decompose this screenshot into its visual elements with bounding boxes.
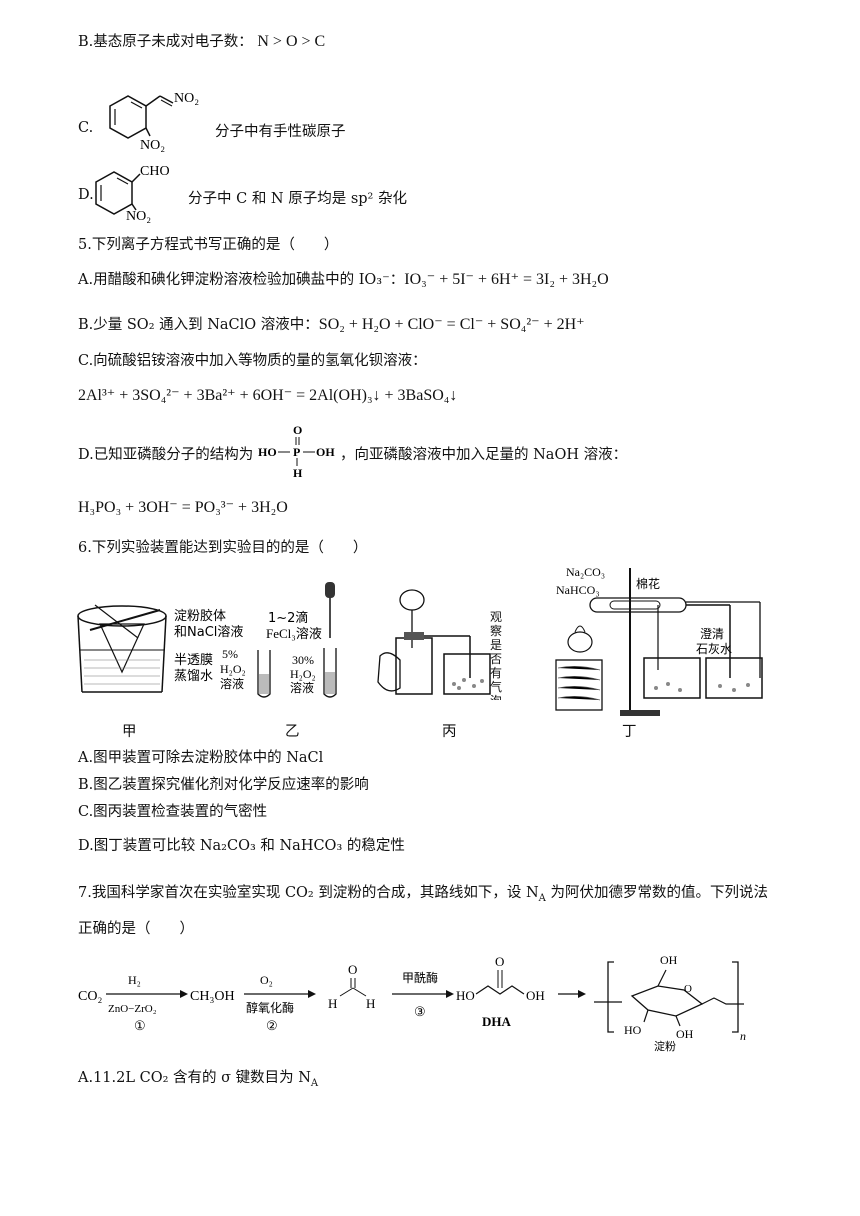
apparatus-yi: 1~2滴 FeCl₃溶液 5% H₂O₂ 溶液 30% H₂O₂ 溶液 bbox=[220, 582, 337, 698]
nitrostyrene-structure: NO₂ NO₂ bbox=[109, 91, 199, 153]
q7-stem-sub: A bbox=[538, 892, 546, 904]
jia-note-3: 半透膜 bbox=[174, 653, 213, 668]
nitrobenzaldehyde-structure: CHO NO₂ bbox=[95, 164, 170, 224]
q6-option-b: B.图乙装置探究催化剂对化学反应速率的影响 bbox=[78, 777, 369, 793]
q4-option-b-formula: N > O > C bbox=[257, 33, 326, 50]
q7-option-a-sub: A bbox=[310, 1077, 319, 1089]
q5-stem: 5.下列离子方程式书写正确的是（ ） bbox=[78, 237, 339, 253]
apparatus-jia: 淀粉胶体 和NaCl溶液 半透膜 蒸馏水 bbox=[77, 604, 243, 693]
q5-option-d: D.已知亚磷酸分子的结构为 bbox=[78, 443, 253, 464]
dha-label: DHA bbox=[482, 1014, 512, 1029]
apparatus-ding: Na₂CO₃ NaHCO₃ 棉花 澄清 石灰水 bbox=[555, 565, 763, 716]
hcho-o: O bbox=[348, 962, 357, 977]
starch-ho: HO bbox=[624, 1023, 642, 1037]
yi-left-2: H₂O₂ bbox=[220, 662, 246, 676]
q4-option-d-text-b: C 和 N 原子均是 sp² 杂化 bbox=[236, 191, 407, 207]
route-step-1: ① bbox=[134, 1018, 146, 1033]
q5-option-a-text: A.用醋酸和碘化钾淀粉溶液检验加碘盐中的 IO₃⁻： bbox=[78, 272, 405, 288]
dha-o: O bbox=[495, 954, 504, 969]
q7-stem-b: 为阿伏加德罗常数的值。下列说法 bbox=[545, 885, 768, 901]
ding-nahco3: NaHCO₃ bbox=[556, 583, 600, 597]
q5-option-b-equation: SO₂ + H₂O + ClO⁻ = Cl⁻ + SO₄²⁻ + 2H⁺ bbox=[318, 316, 585, 333]
ding-cotton: 棉花 bbox=[636, 576, 660, 591]
aldehyde-group: CHO bbox=[140, 164, 170, 179]
label-ding: 丁 bbox=[622, 724, 637, 740]
q4-option-c-label: C. bbox=[78, 120, 94, 136]
yi-note-2: FeCl₃溶液 bbox=[266, 626, 322, 641]
q5-option-a: A.用醋酸和碘化钾淀粉溶液检验加碘盐中的 IO₃⁻：IO₃⁻ + 5I⁻ + 6… bbox=[78, 268, 609, 289]
yi-note-1: 1~2滴 bbox=[268, 610, 308, 626]
q7-stem-a: 7.我国科学家首次在实验室实现 CO₂ 到淀粉的合成，其路线如下，设 N bbox=[78, 885, 539, 901]
nitro-group-3: NO₂ bbox=[126, 209, 151, 224]
yi-left-1: 5% bbox=[222, 647, 238, 661]
q7-stem-line2: 正确的是（ ） bbox=[78, 921, 194, 937]
q7-option-a-text: A.11.2L CO₂ 含有的 σ 键数目为 N bbox=[78, 1070, 311, 1086]
starch-n: n bbox=[740, 1029, 746, 1043]
ding-lime-2: 石灰水 bbox=[696, 642, 732, 656]
route-ch3oh: CH₃OH bbox=[190, 989, 235, 1004]
starch-oh-2: OH bbox=[676, 1027, 694, 1041]
q4-option-d-label: D. bbox=[78, 187, 94, 203]
route-enzyme-3: 甲酰酶 bbox=[402, 970, 438, 985]
q5-option-a-equation: IO₃⁻ + 5I⁻ + 6H⁺ = 3I₂ + 3H₂O bbox=[404, 271, 609, 288]
q4-option-b-text: B.基态原子未成对电子数： bbox=[78, 34, 253, 50]
jia-note-4: 蒸馏水 bbox=[174, 669, 213, 684]
nitro-group-2: NO₂ bbox=[140, 138, 165, 153]
q6-option-a: A.图甲装置可除去淀粉胶体中的 NaCl bbox=[78, 750, 324, 766]
q7-stem-line1: 7.我国科学家首次在实验室实现 CO₂ 到淀粉的合成，其路线如下，设 NA 为阿… bbox=[78, 881, 768, 904]
jia-note-2: 和NaCl溶液 bbox=[174, 625, 243, 640]
hcho-h2: H bbox=[366, 996, 375, 1011]
q4-option-c-text: 分子中有手性碳原子 bbox=[215, 124, 346, 140]
starch-structure: O OH HO OH n 淀粉 bbox=[594, 953, 746, 1052]
struct-ho: HO bbox=[258, 445, 277, 459]
q5-option-c: C.向硫酸铝铵溶液中加入等物质的量的氢氧化钡溶液： bbox=[78, 353, 427, 369]
struct-h: H bbox=[293, 466, 303, 480]
starch-label: 淀粉 bbox=[654, 1039, 676, 1052]
label-yi: 乙 bbox=[285, 724, 300, 740]
route-enzyme-2: 醇氧化酶 bbox=[246, 1000, 294, 1015]
starch-oh-1: OH bbox=[660, 953, 678, 967]
yi-right-3: 溶液 bbox=[290, 680, 314, 695]
q5-option-b-text: B.少量 SO₂ 通入到 NaClO 溶液中： bbox=[78, 317, 319, 333]
hcho-h1: H bbox=[328, 996, 337, 1011]
q5-option-d-equation: H₃PO₃ + 3OH⁻ = PO₃³⁻ + 3H₂O bbox=[78, 499, 288, 516]
ding-lime-1: 澄清 bbox=[700, 626, 724, 641]
q6-apparatus-figure: 淀粉胶体 和NaCl溶液 半透膜 蒸馏水 1~2滴 FeCl₃溶液 5% H₂O… bbox=[77, 565, 763, 716]
route-catalyst: ZnO−ZrO₂ bbox=[108, 1003, 157, 1015]
phosphorous-acid-structure: O HO P OH H bbox=[258, 423, 335, 480]
struct-o: O bbox=[293, 423, 302, 437]
label-jia: 甲 bbox=[122, 724, 137, 740]
yi-right-2: H₂O₂ bbox=[290, 667, 316, 681]
q6-option-d: D.图丁装置可比较 Na₂CO₃ 和 NaHCO₃ 的稳定性 bbox=[78, 838, 405, 854]
route-co2: CO₂ bbox=[78, 989, 102, 1004]
label-bing: 丙 bbox=[442, 724, 457, 740]
bing-note: 观察是否有气泡冒出 bbox=[490, 610, 503, 700]
route-step-3: ③ bbox=[414, 1004, 426, 1019]
dha-ho: HO bbox=[456, 988, 475, 1003]
yi-right-1: 30% bbox=[292, 653, 314, 667]
q5-option-d-text-a: D.已知亚磷酸分子的结构为 bbox=[78, 447, 254, 463]
struct-oh: OH bbox=[316, 445, 335, 459]
q4-option-b: B.基态原子未成对电子数： N > O > C bbox=[78, 30, 325, 51]
q5-option-c-equation: 2Al³⁺ + 3SO₄²⁻ + 3Ba²⁺ + 6OH⁻ = 2Al(OH)₃… bbox=[78, 387, 458, 404]
yi-left-3: 溶液 bbox=[220, 676, 244, 691]
starch-synthesis-route: CO₂ H₂ ZnO−ZrO₂ ① CH₃OH O₂ 醇氧化酶 ② O H H … bbox=[78, 953, 746, 1052]
apparatus-bing: 观察是否有气泡冒出 bbox=[377, 589, 503, 700]
q4-option-d-text-a: 分子中 bbox=[188, 191, 232, 207]
q4-option-d-text: 分子中 C 和 N 原子均是 sp² 杂化 bbox=[188, 187, 407, 208]
q5-option-b: B.少量 SO₂ 通入到 NaClO 溶液中：SO₂ + H₂O + ClO⁻ … bbox=[78, 313, 585, 334]
route-o2: O₂ bbox=[260, 973, 273, 987]
starch-o: O bbox=[684, 983, 692, 995]
q6-stem: 6.下列实验装置能达到实验目的的是（ ） bbox=[78, 540, 368, 556]
nitro-group-1: NO₂ bbox=[174, 91, 199, 106]
route-h2: H₂ bbox=[128, 973, 141, 987]
dha-oh: OH bbox=[526, 988, 545, 1003]
struct-p: P bbox=[293, 445, 300, 459]
jia-note-1: 淀粉胶体 bbox=[174, 608, 226, 624]
route-step-2: ② bbox=[266, 1018, 278, 1033]
q5-option-d-text-b: ，向亚磷酸溶液中加入足量的 NaOH 溶液： bbox=[340, 447, 628, 463]
ding-na2co3: Na₂CO₃ bbox=[566, 565, 605, 579]
q6-option-c: C.图丙装置检查装置的气密性 bbox=[78, 804, 268, 820]
q7-option-a: A.11.2L CO₂ 含有的 σ 键数目为 NA bbox=[78, 1066, 318, 1089]
